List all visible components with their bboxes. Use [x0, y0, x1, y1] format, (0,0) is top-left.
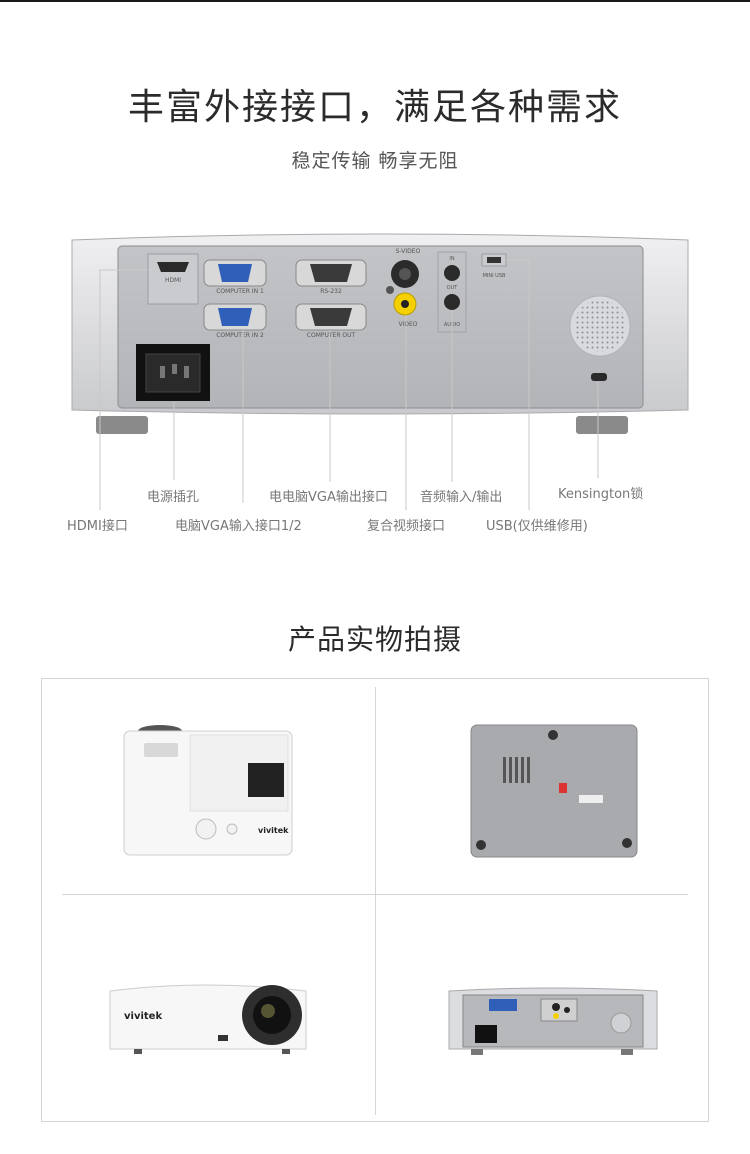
callout-power: 电源插孔 [147, 490, 200, 505]
hdmi-port [157, 262, 189, 272]
projector-rear-panel-diagram: HDMI COMPUTER IN 1 COMPUTER IN 2 RS-232 … [71, 233, 689, 510]
mini-usb-port [487, 257, 501, 263]
photo-top-view: vivitek [123, 725, 293, 856]
photo-front-brand-label: vivitek [124, 1011, 162, 1022]
gallery-divider-vertical [375, 687, 376, 1115]
s-video-label: S-VIDEO [396, 248, 421, 255]
page-subtitle: 稳定传输 畅享无阻 [291, 150, 459, 172]
callout-vga-out: 电电脑VGA输出接口 [269, 490, 388, 505]
photo-rear-view [448, 987, 658, 1055]
page-title: 丰富外接接口，满足各种需求 [127, 87, 622, 128]
vga-in-1-port [218, 264, 252, 282]
product-photo-gallery: vivitek vivitek [41, 678, 709, 1122]
vga-in-1-label: COMPUTER IN 1 [216, 288, 264, 295]
vga-out-port [310, 308, 352, 326]
rs232-port [310, 264, 352, 282]
audio-out-label: OUT [447, 285, 459, 291]
callout-kensington: Kensington锁 [558, 487, 644, 502]
photo-brand-label: vivitek [258, 826, 289, 835]
top-border [0, 0, 750, 2]
gallery-title: 产品实物拍摄 [287, 623, 462, 656]
vga-in-2-port [218, 308, 252, 326]
audio-out-port [444, 294, 460, 310]
audio-in-port [444, 265, 460, 281]
kensington-slot [591, 373, 607, 381]
mini-usb-label: MINI USB [483, 273, 506, 279]
audio-in-label: IN [449, 256, 454, 262]
photo-front-view: vivitek [109, 984, 307, 1054]
hdmi-port-label: HDMI [165, 277, 181, 284]
callout-hdmi: HDMI接口 [67, 519, 128, 534]
callout-lines [99, 259, 599, 510]
video-label: VIDEO [398, 321, 417, 328]
foot-right [576, 416, 628, 434]
callout-audio: 音频输入/输出 [420, 490, 503, 505]
gallery-divider-horizontal [62, 894, 688, 895]
callout-composite: 复合视频接口 [367, 519, 446, 534]
vga-out-label: COMPUTER OUT [307, 332, 356, 339]
callout-usb: USB(仅供维修用) [486, 519, 588, 534]
photo-bottom-view [470, 724, 638, 858]
screw-icon [386, 286, 394, 294]
vga-in-2-label: COMPUTER IN 2 [216, 332, 264, 339]
callout-vga-in: 电脑VGA输入接口1/2 [175, 519, 302, 534]
rs232-label: RS-232 [320, 288, 342, 295]
foot-left [96, 416, 148, 434]
